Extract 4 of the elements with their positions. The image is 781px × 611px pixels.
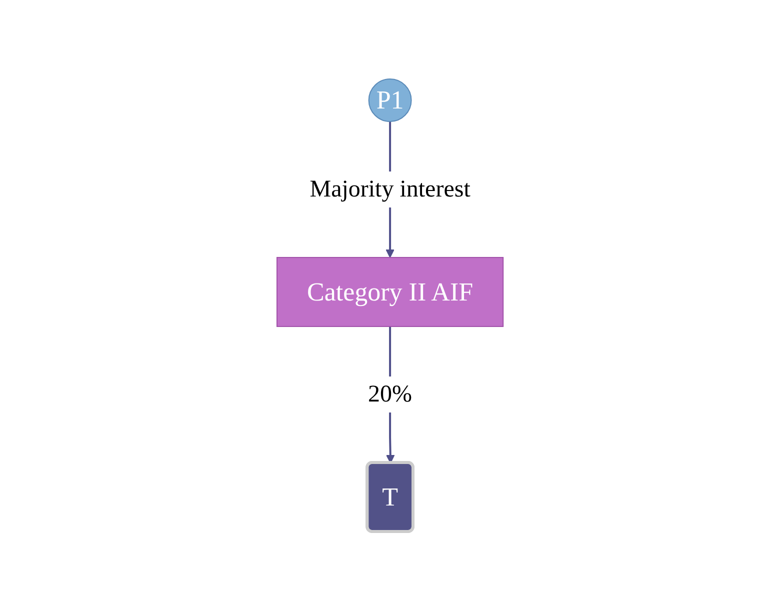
edge-label: Majority interest [310,176,471,203]
node-circle: P1 [368,78,412,122]
edge-label: 20% [368,382,412,408]
node-box: Category II AIF [276,257,504,328]
